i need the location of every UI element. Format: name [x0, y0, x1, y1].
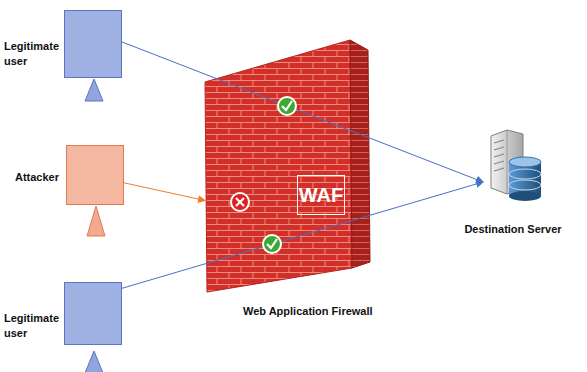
- waf-badge: WAF: [297, 175, 345, 215]
- brick-wall: [205, 38, 373, 296]
- stand-icon: [65, 283, 123, 372]
- stand-icon: [67, 146, 125, 246]
- user-box: Legitimate user: [64, 10, 122, 78]
- firewall-wall: WAFWeb Application Firewall: [205, 38, 373, 296]
- attacker-box: Attacker: [66, 145, 124, 205]
- actor-label: Attacker: [15, 170, 59, 185]
- server-node: Destination Server: [483, 128, 543, 203]
- user-box: Legitimate user: [64, 282, 122, 345]
- actor-label: Legitimate user: [4, 39, 62, 69]
- stand-icon: [65, 11, 123, 111]
- actor-label: Legitimate user: [4, 311, 62, 341]
- server-label: Destination Server: [464, 222, 561, 237]
- allow-check: [278, 97, 296, 115]
- allow-check: [263, 235, 281, 253]
- block-cross: [231, 193, 249, 211]
- server-icon: [483, 128, 543, 203]
- wall-caption: Web Application Firewall: [243, 304, 373, 319]
- traffic-arrow: [124, 183, 205, 201]
